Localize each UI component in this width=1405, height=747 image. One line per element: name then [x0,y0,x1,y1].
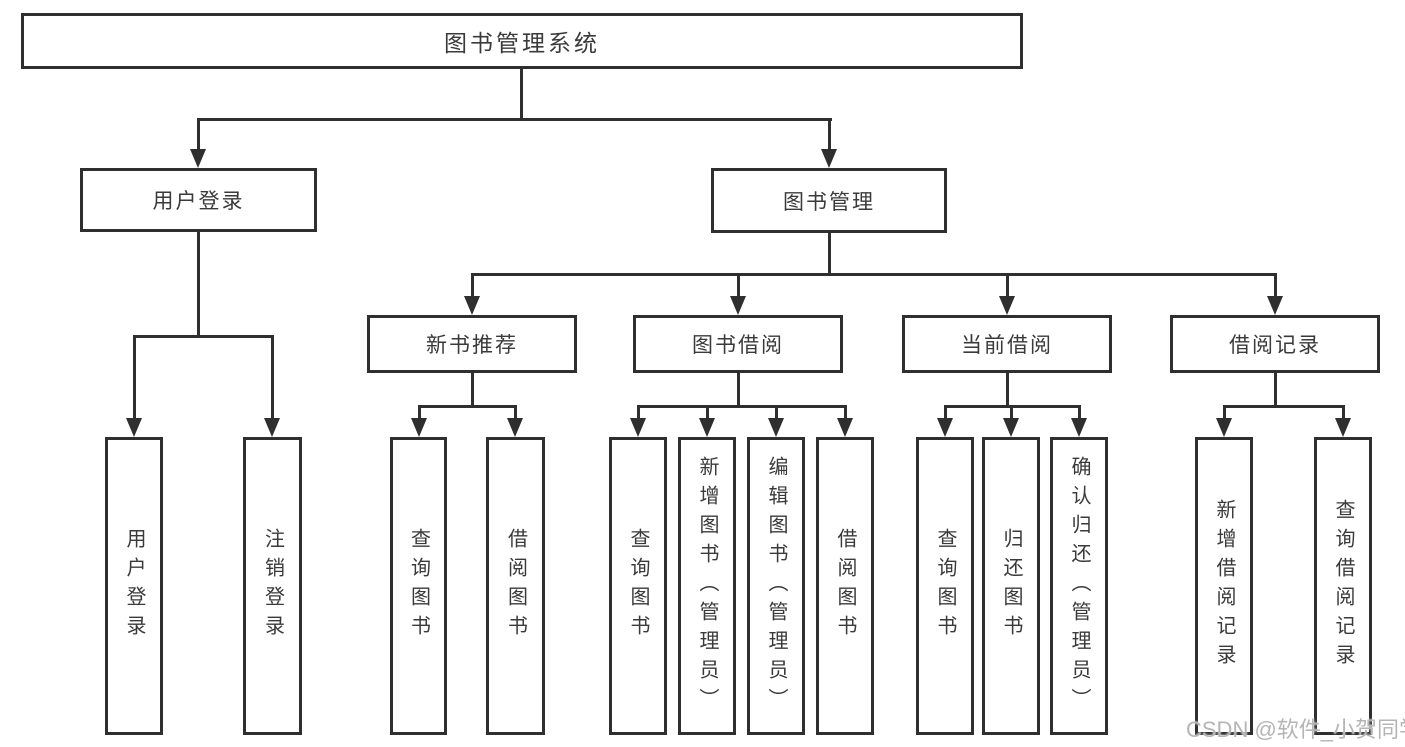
node-label: 图书管理系统 [444,30,600,56]
connector-bb-c1-stem [637,405,640,418]
connector-current-borrow-stem [1006,273,1009,296]
node-label: 图书借阅 [692,334,784,357]
connector-cb-c3-stem [1078,405,1081,418]
node-book-management: 图书管理 [711,168,947,233]
connector-bb-bus [637,405,847,408]
node-leaf-cb-query-books: 查询图书 [916,437,974,735]
arrowhead-new-book [464,296,480,315]
arrowhead-bb-c1 [630,418,646,437]
node-label: 注销登录 [261,528,284,644]
arrowhead-cb-c2 [1003,418,1019,437]
node-label: 归还图书 [1000,528,1022,644]
arrowhead-nbr-c1 [411,418,427,437]
connector-bb-c3-stem [775,405,778,418]
node-leaf-user-login: 用户登录 [105,437,163,735]
node-leaf-bb-edit-books-admin: 编辑图书（管理员） [747,437,805,735]
node-label: 确认归还（管理员） [1068,455,1090,717]
arrowhead-cb-c3 [1071,418,1087,437]
arrowhead-cb-c1 [937,418,953,437]
connector-br-down [1274,373,1277,405]
node-label: 查询图书 [407,528,430,644]
node-label: 查询图书 [934,528,956,644]
node-label: 新增借阅记录 [1213,499,1235,673]
arrowhead-logout [264,418,280,437]
arrowhead-book-borrow [730,296,746,315]
connector-book-mgmt-bus [471,273,1277,276]
connector-book-mgmt-stem [828,118,831,150]
node-label: 借阅图书 [504,528,527,644]
connector-br-c2-stem [1342,405,1345,418]
node-label: 用户登录 [123,528,145,644]
arrowhead-bb-c4 [837,418,853,437]
node-label: 当前借阅 [961,334,1053,357]
node-label: 查询图书 [627,528,649,644]
connector-nbr-down [471,373,474,405]
connector-cb-c1-stem [944,405,947,418]
connector-bb-down [737,373,740,405]
connector-cb-c2-stem [1010,405,1013,418]
connector-root-stem [520,69,523,118]
connector-login-stem [133,335,136,418]
node-label: 编辑图书（管理员） [765,455,787,717]
connector-user-login-bus [133,335,274,338]
arrowhead-login [126,418,142,437]
node-library-management-system: 图书管理系统 [21,13,1023,69]
connector-borrow-record-stem [1274,273,1277,296]
arrowhead-bb-c3 [768,418,784,437]
node-borrowing-records: 借阅记录 [1170,315,1380,373]
arrowhead-bb-c2 [699,418,715,437]
node-leaf-br-query-record: 查询借阅记录 [1314,437,1372,735]
node-leaf-cb-return-books: 归还图书 [982,437,1040,735]
csdn-watermark: CSDN @软件_小贺同学 [1186,717,1405,742]
arrowhead-book-mgmt [821,149,837,168]
node-leaf-nbr-query-books: 查询图书 [390,437,447,735]
connector-bb-c2-stem [706,405,709,418]
connector-bb-c4-stem [844,405,847,418]
node-label: 用户登录 [152,190,245,213]
arrowhead-br-c1 [1216,418,1232,437]
node-leaf-bb-borrow-books: 借阅图书 [816,437,874,735]
connector-nbr-bus [418,405,517,408]
node-new-book-recommendation: 新书推荐 [367,315,577,373]
connector-book-borrow-stem [737,273,740,296]
connector-br-c1-stem [1223,405,1226,418]
node-label: 查询借阅记录 [1332,499,1354,673]
arrowhead-user-login [190,149,206,168]
arrowhead-nbr-c2 [507,418,523,437]
node-label: 新书推荐 [426,334,518,357]
node-leaf-nbr-borrow-books: 借阅图书 [486,437,545,735]
node-label: 借阅记录 [1229,334,1321,357]
connector-cb-down [1006,373,1009,405]
connector-br-bus [1223,405,1345,408]
node-leaf-logout: 注销登录 [243,437,302,735]
node-label: 借阅图书 [834,528,856,644]
connector-book-mgmt-down [828,233,831,273]
connector-user-login-down [197,232,200,335]
connector-user-login-stem [197,118,200,150]
node-leaf-bb-add-books-admin: 新增图书（管理员） [678,437,736,735]
connector-nbr-c2-stem [514,405,517,418]
node-current-borrowing: 当前借阅 [902,315,1112,373]
arrowhead-borrow-record [1267,296,1283,315]
node-label: 新增图书（管理员） [696,455,718,717]
connector-nbr-c1-stem [418,405,421,418]
node-user-login: 用户登录 [80,168,317,232]
node-book-borrowing: 图书借阅 [633,315,843,373]
connector-new-book-stem [471,273,474,296]
connector-logout-stem [271,335,274,418]
node-label: 图书管理 [783,190,875,214]
node-leaf-br-add-record: 新增借阅记录 [1195,437,1253,735]
connector-root-bus [197,118,832,121]
arrowhead-br-c2 [1335,418,1351,437]
arrowhead-current-borrow [999,296,1015,315]
node-leaf-cb-confirm-return-admin: 确认归还（管理员） [1050,437,1108,735]
node-leaf-bb-query-books: 查询图书 [609,437,667,735]
